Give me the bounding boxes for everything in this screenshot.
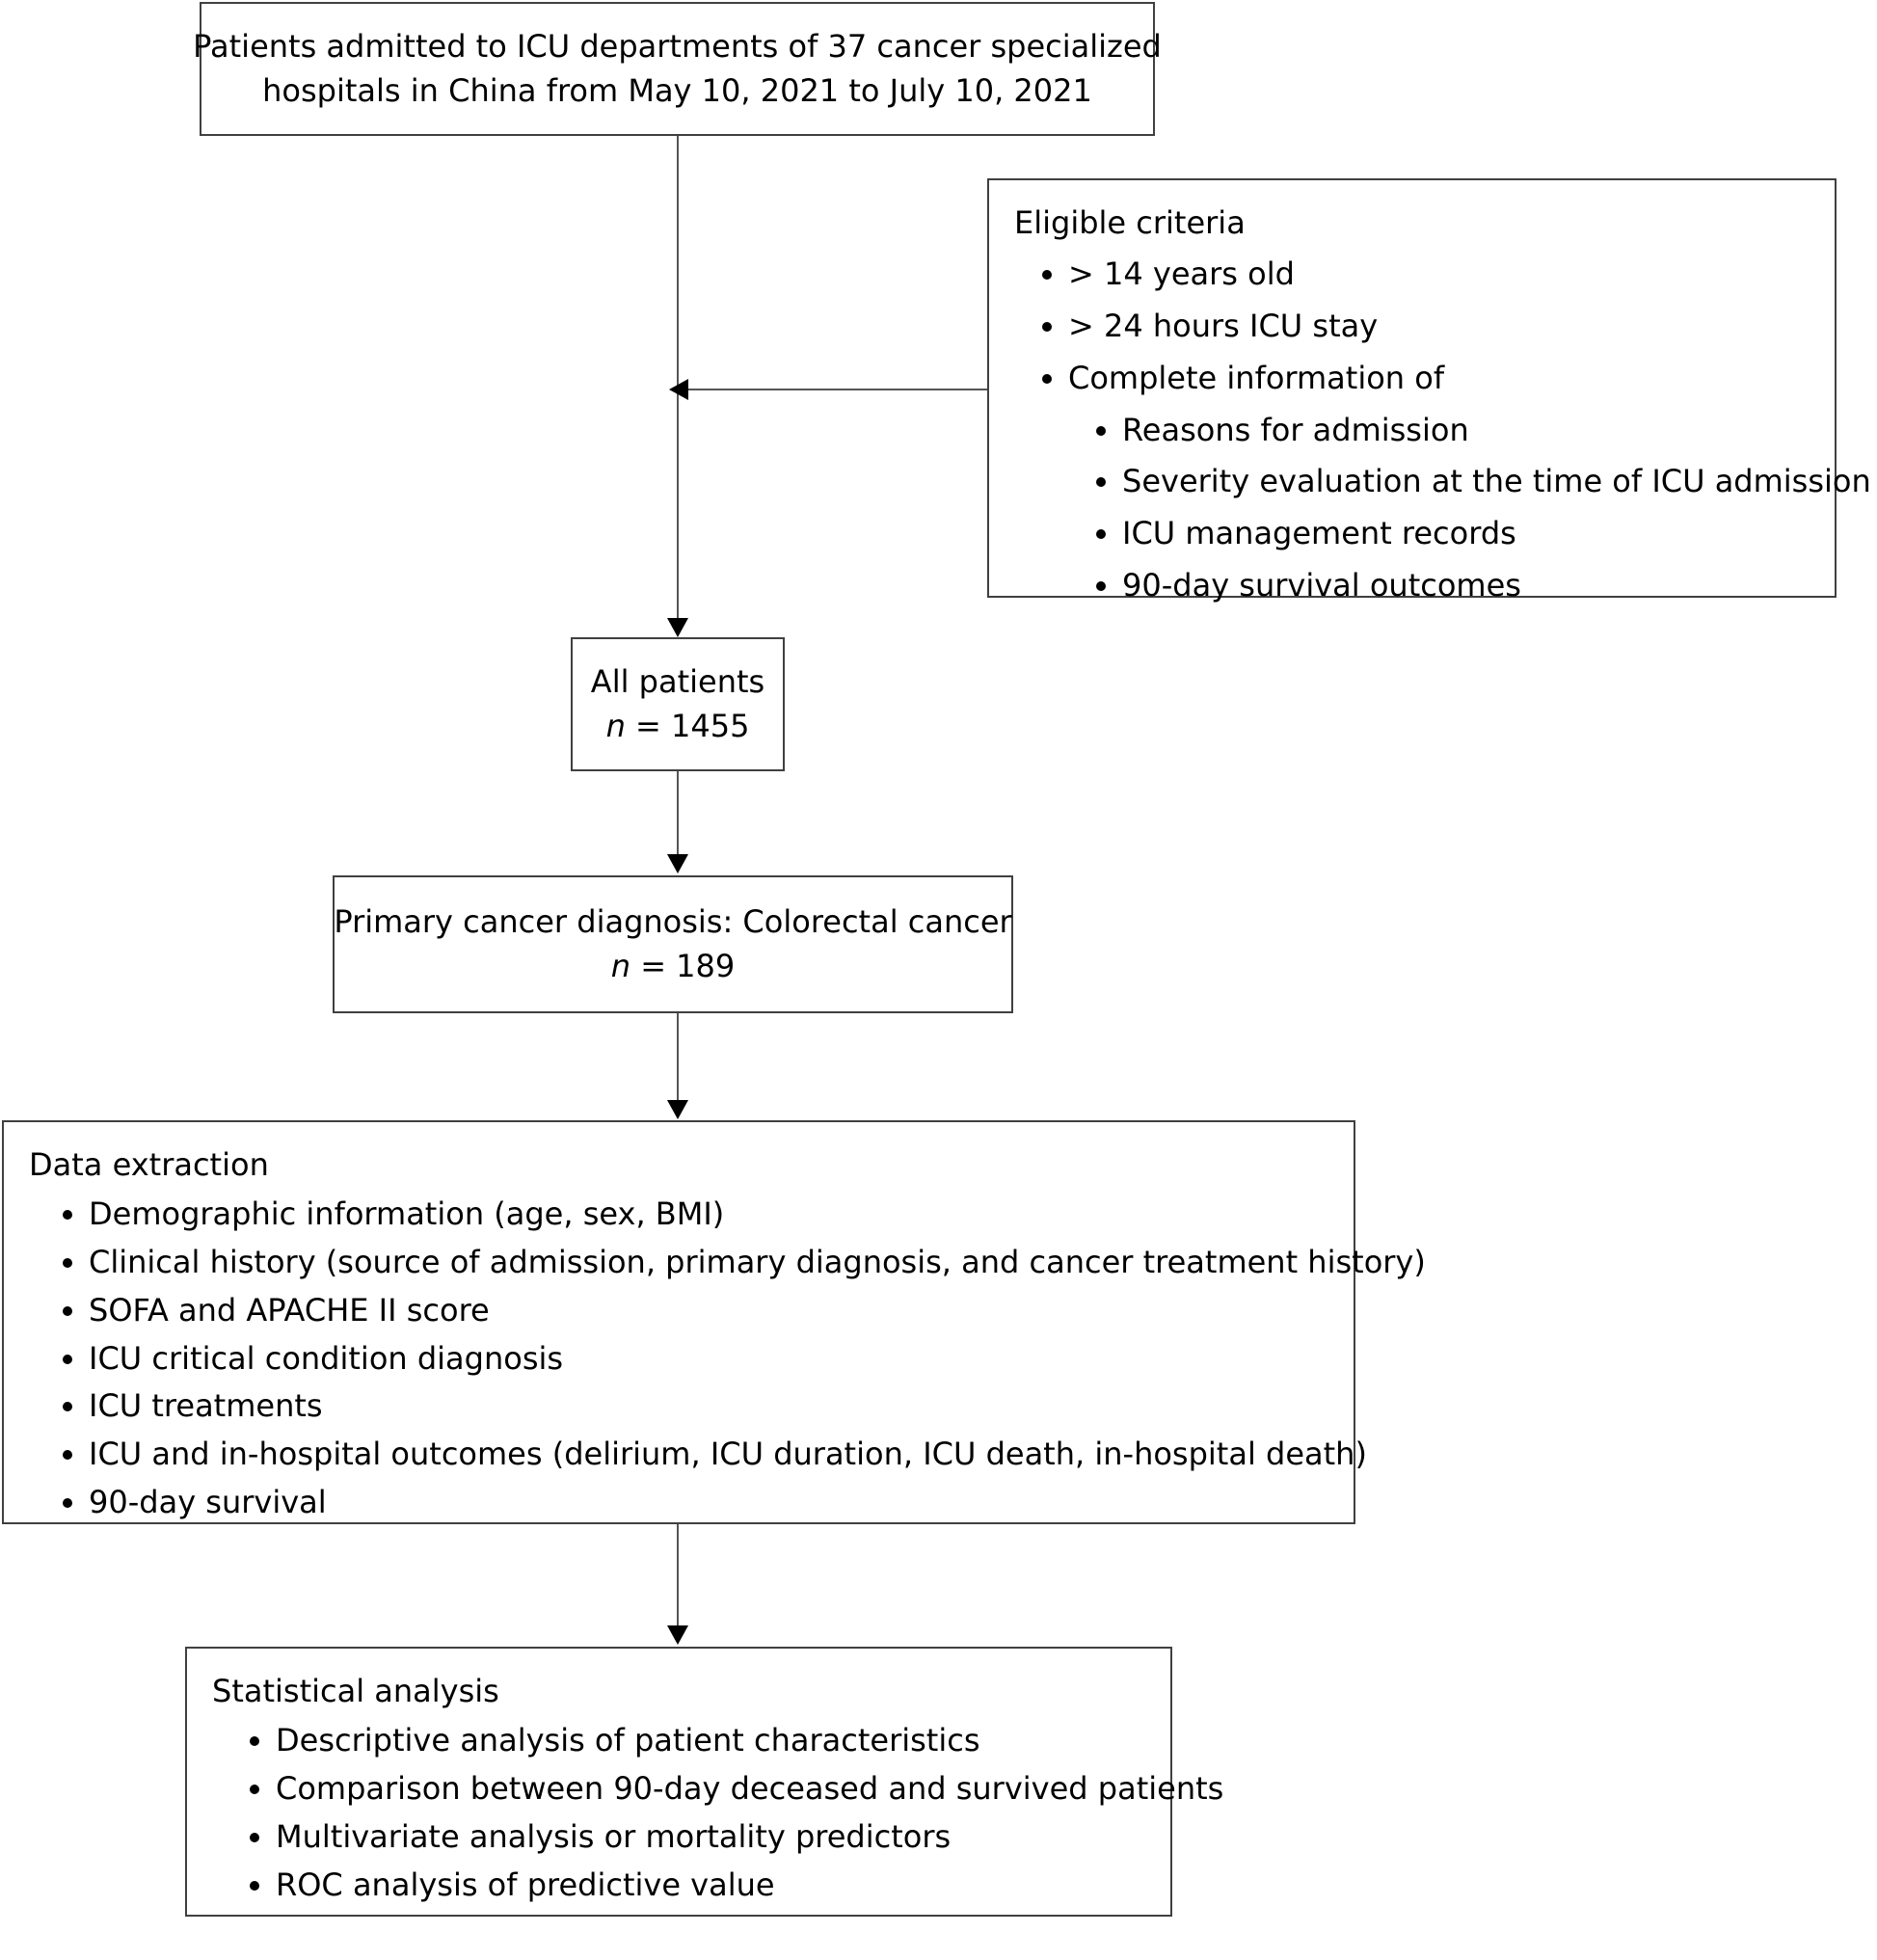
list-item: > 14 years old <box>1068 249 1810 301</box>
eligible-criteria-list: > 14 years old > 24 hours ICU stay Compl… <box>1014 249 1810 404</box>
n-equals: = <box>630 947 677 984</box>
arrowhead-eligible-criteria <box>669 379 688 400</box>
box-statistical-analysis: Statistical analysis Descriptive analysi… <box>185 1647 1223 1917</box>
list-item: ROC analysis of predictive value <box>276 1862 1145 1910</box>
list-item: Complete information of <box>1068 353 1810 405</box>
list-item: Clinical history (source of admission, p… <box>89 1239 1426 1287</box>
all-patients-count: n = 1455 <box>606 705 750 748</box>
list-item: Demographic information (age, sex, BMI) <box>89 1191 1328 1239</box>
n-symbol: n <box>610 947 631 984</box>
box-all-patients: All patients n = 1455 <box>571 637 785 771</box>
connector-primary-diagnosis-to-data-extraction <box>677 1013 679 1102</box>
list-item: Multivariate analysis or mortality predi… <box>276 1813 1145 1862</box>
source-population-line-1: Patients admitted to ICU departments of … <box>193 28 1162 66</box>
data-extraction-heading: Data extraction <box>29 1146 269 1183</box>
n-equals: = <box>625 707 671 744</box>
list-item: > 24 hours ICU stay <box>1068 301 1810 353</box>
n-symbol: n <box>605 707 626 744</box>
eligible-criteria-heading: Eligible criteria <box>1014 204 1246 241</box>
data-extraction-list: Demographic information (age, sex, BMI) … <box>29 1191 1426 1527</box>
primary-diagnosis-label: Primary cancer diagnosis: Colorectal can… <box>334 903 1012 941</box>
list-item: Comparison between 90-day deceased and s… <box>276 1765 1223 1813</box>
box-data-extraction: Data extraction Demographic information … <box>2 1120 1426 1527</box>
arrowhead-to-all-patients <box>667 618 688 637</box>
arrowhead-to-primary-diagnosis <box>667 854 688 873</box>
list-item: ICU management records <box>1122 508 1810 560</box>
connector-data-extraction-to-statistical-analysis <box>677 1524 679 1625</box>
list-item: ICU critical condition diagnosis <box>89 1335 1328 1383</box>
connector-all-patients-to-primary-diagnosis <box>677 771 679 856</box>
n-value: 1455 <box>671 707 750 744</box>
statistical-analysis-heading: Statistical analysis <box>212 1673 499 1709</box>
list-item: ICU treatments <box>89 1383 1328 1431</box>
primary-diagnosis-count: n = 189 <box>611 945 736 988</box>
list-item: ICU and in-hospital outcomes (delirium, … <box>89 1431 1367 1479</box>
box-eligible-criteria: Eligible criteria > 14 years old > 24 ho… <box>987 178 1871 604</box>
list-item: 90-day survival outcomes <box>1122 560 1810 612</box>
list-item: Severity evaluation at the time of ICU a… <box>1122 456 1871 508</box>
statistical-analysis-list: Descriptive analysis of patient characte… <box>212 1717 1223 1910</box>
eligible-criteria-sublist: Reasons for admission Severity evaluatio… <box>1014 405 1871 612</box>
box-primary-diagnosis: Primary cancer diagnosis: Colorectal can… <box>333 875 1013 1013</box>
arrowhead-to-statistical-analysis <box>667 1625 688 1645</box>
box-source-population: Patients admitted to ICU departments of … <box>193 2 1162 136</box>
source-population-line-2: hospitals in China from May 10, 2021 to … <box>262 71 1092 109</box>
list-item: Reasons for admission <box>1122 405 1810 457</box>
connector-eligible-criteria-to-trunk <box>686 389 987 390</box>
arrowhead-to-data-extraction <box>667 1100 688 1119</box>
all-patients-label: All patients <box>590 663 765 701</box>
list-item: SOFA and APACHE II score <box>89 1287 1328 1335</box>
n-value: 189 <box>676 947 736 984</box>
list-item: Descriptive analysis of patient characte… <box>276 1717 1145 1765</box>
list-item: 90-day survival <box>89 1479 1328 1527</box>
